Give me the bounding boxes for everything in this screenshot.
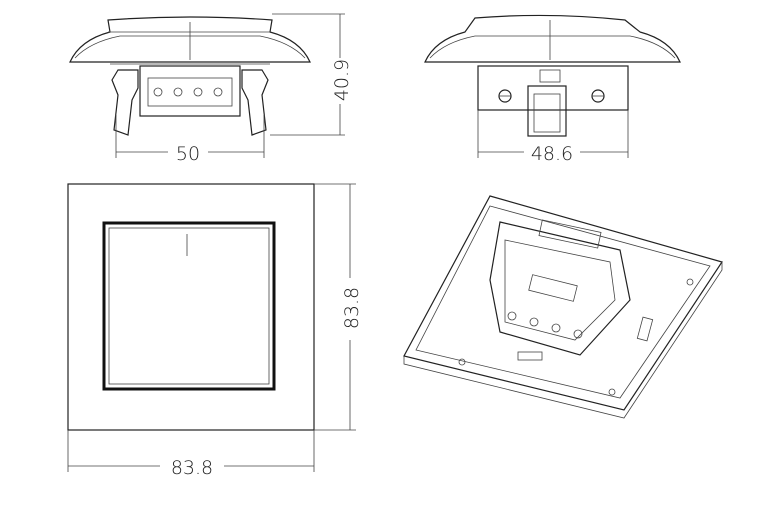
front-view (67, 183, 356, 472)
end-view (424, 14, 681, 158)
dim-front-width: 83.8 (171, 457, 213, 479)
dim-side-width: 50 (176, 143, 200, 165)
dim-front-height: 83.8 (341, 287, 363, 329)
isometric-view (403, 195, 723, 419)
dim-side-height: 40.9 (331, 59, 353, 101)
side-view (69, 13, 345, 158)
dim-end-width: 48.6 (531, 143, 573, 165)
